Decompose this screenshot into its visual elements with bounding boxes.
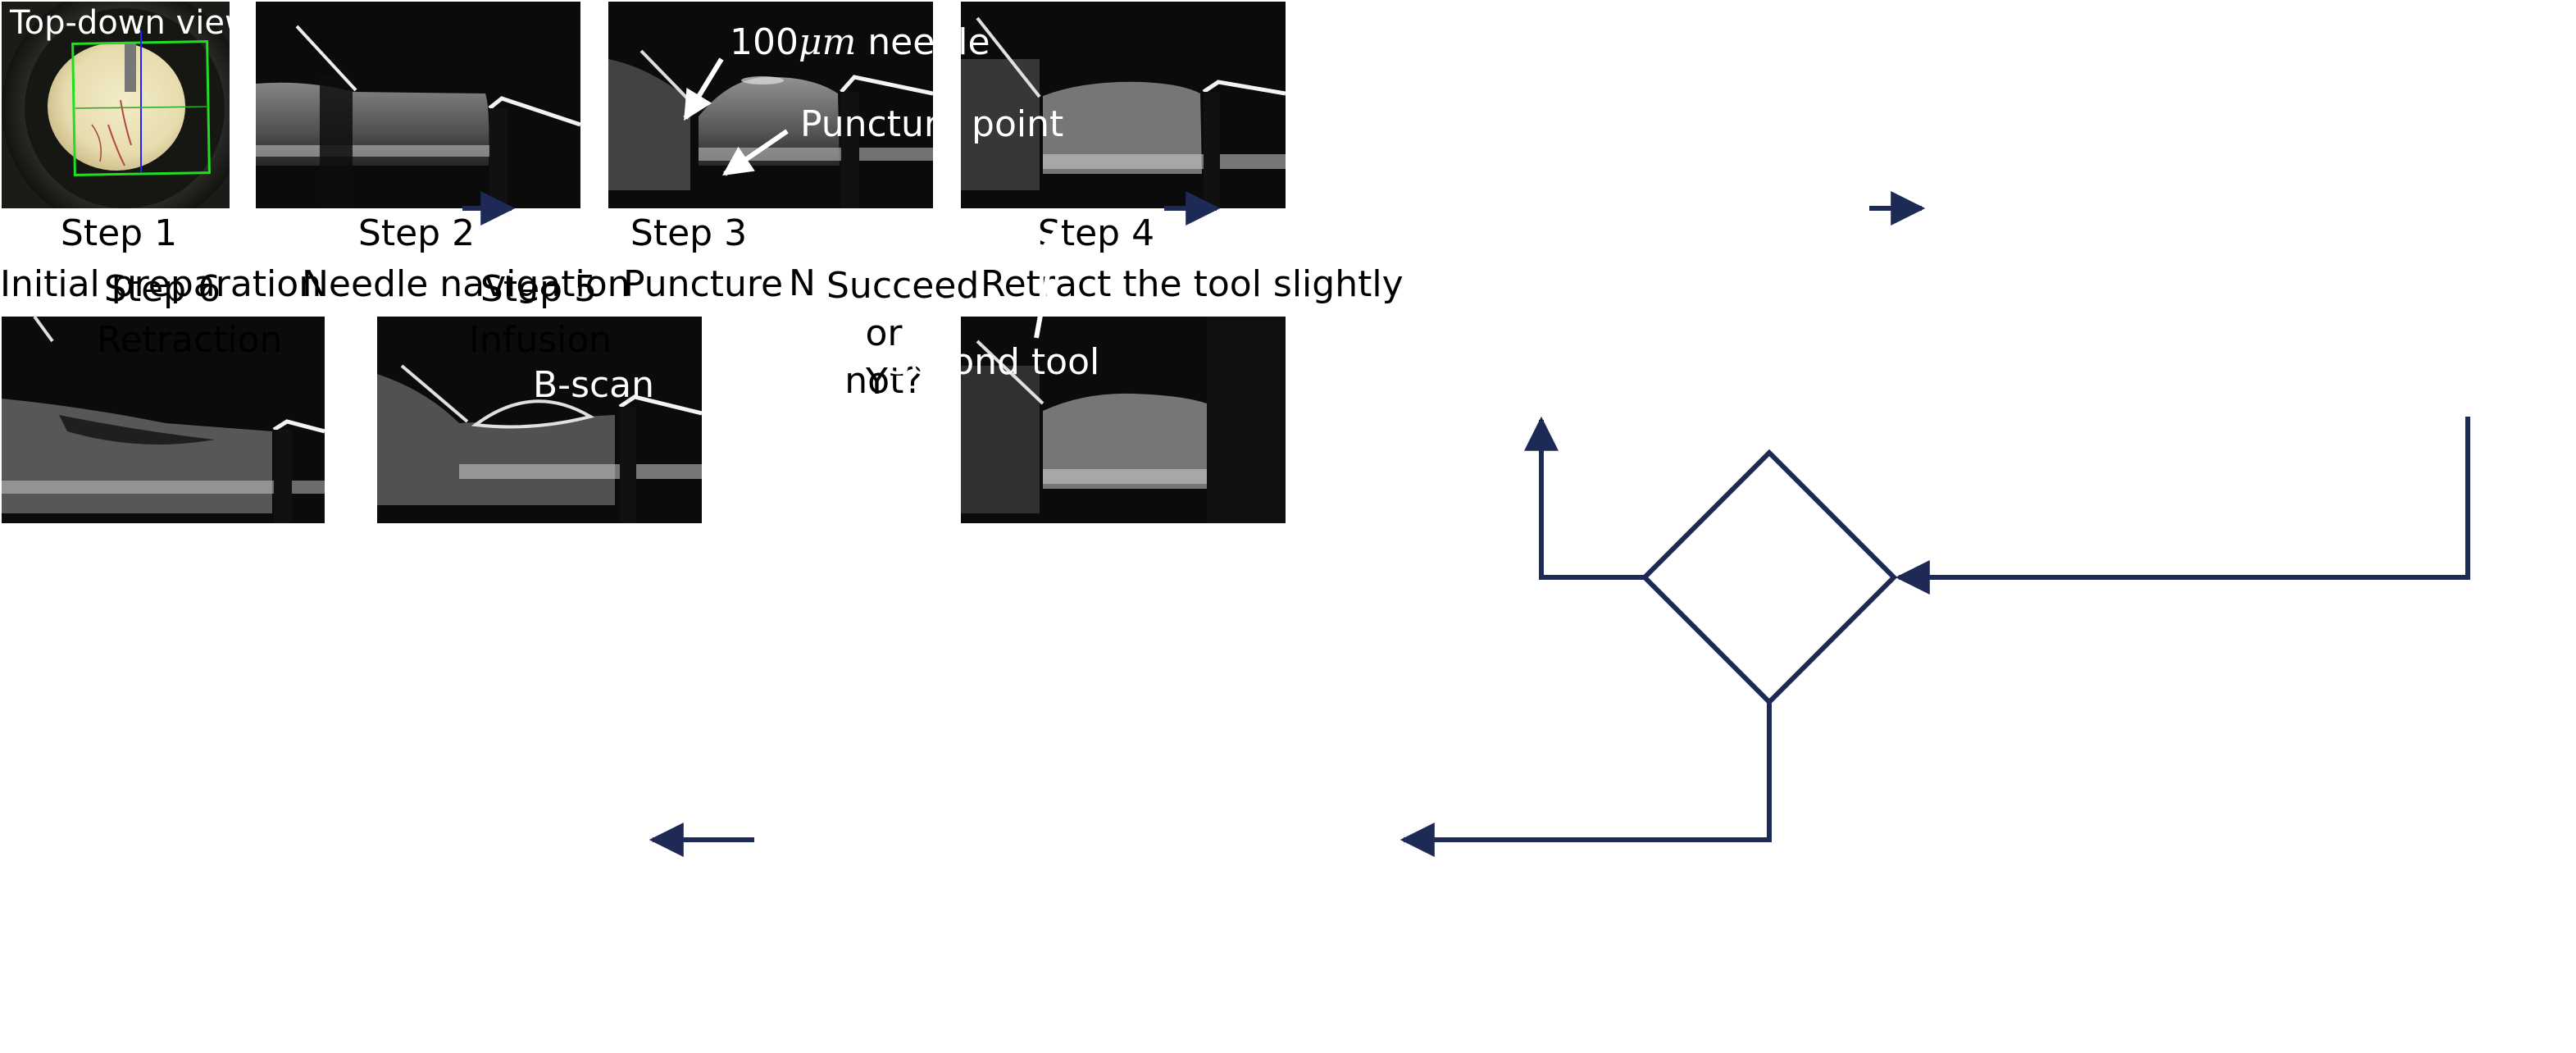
step6-subtitle: Retraction (97, 319, 283, 361)
pointer-successful-puncture (2100, 713, 2183, 803)
branch-no-label: N (789, 262, 816, 304)
step6-caption: Step 6 Retraction (97, 264, 283, 366)
step5-title: Step 5 (480, 268, 598, 310)
step1-subtitle: Initial preparation (0, 263, 322, 305)
step5-subtitle: Infusion (469, 319, 612, 361)
step4-bscan-panel (961, 2, 1286, 208)
retracted-needle-label: Retracted needle (208, 656, 518, 698)
needle-label: 100μm needle (730, 25, 990, 61)
branch-yes-label: Y (866, 361, 888, 403)
step4-subtitle: Retract the tool slightly (981, 263, 1404, 305)
bscan-label: B-scan (533, 364, 655, 406)
step3-caption: Step 3 Puncture (623, 208, 784, 310)
needle-unit: μm (798, 21, 857, 63)
successful-puncture-label: Successful puncture (2027, 658, 2391, 700)
failed-puncture-label: Failed puncture (2078, 33, 2355, 75)
illuminated-fundus (48, 43, 185, 171)
pointer-failed-puncture (2103, 89, 2187, 173)
step5-caption: Step 5 Infusion (469, 264, 612, 366)
step1-caption: Step 1 Initial preparation (0, 208, 322, 310)
decision-diamond (1641, 449, 1898, 706)
pointer-retinal-vein (1522, 71, 1552, 148)
step2-title: Step 2 (357, 212, 476, 254)
retinal-vein-label: Retinal vein (1407, 21, 1620, 63)
decision-line2: or not? (844, 312, 923, 402)
decision-line1: Succeed (826, 265, 980, 307)
horizontal-axis (75, 106, 209, 109)
step2-bscan-image (256, 25, 580, 208)
needle-size: 100 (730, 21, 799, 63)
arrow-no-to-step3 (1524, 416, 1646, 580)
topdown-view-panel: Top-down view (2, 2, 230, 208)
step4-title: Step 4 (1037, 212, 1155, 254)
infused-water-bleb (471, 399, 595, 429)
success-bscan-image (961, 317, 1286, 523)
topdown-label: Top-down view (10, 4, 230, 42)
topdown-image (2, 2, 230, 208)
step4-caption: Step 4 Retract the tool slightly (981, 208, 1404, 310)
step6-bscan-image (2, 317, 325, 523)
step2-bscan-panel (256, 2, 580, 208)
step4-bscan-image (961, 16, 1286, 208)
step3-subtitle: Puncture (623, 263, 784, 305)
pointer-retinal-layers (1678, 246, 1737, 346)
step3-title: Step 3 (630, 212, 748, 254)
step6-title: Step 6 (103, 268, 221, 310)
step6-bscan-panel (2, 317, 325, 523)
pointer-retracted-needle (112, 665, 201, 695)
arrow-yes-to-step5 (1400, 702, 1772, 857)
needle-shadow (125, 43, 136, 92)
arrow-step4-to-decision (1895, 417, 2470, 595)
puncture-point-label: Puncture point (800, 103, 1064, 145)
step1-title: Step 1 (60, 212, 178, 254)
decision-text: Succeed or not? (826, 262, 980, 405)
needle-suffix: needle (856, 21, 990, 63)
step5-bscan-panel (377, 317, 702, 523)
retinal-layers-label: Retinal layers (1548, 351, 1794, 393)
second-tool-label: Second tool (887, 341, 1100, 383)
infused-water-label: Infused water (920, 653, 1167, 695)
step5-bscan-image (377, 364, 702, 523)
success-bscan-panel (961, 317, 1286, 523)
